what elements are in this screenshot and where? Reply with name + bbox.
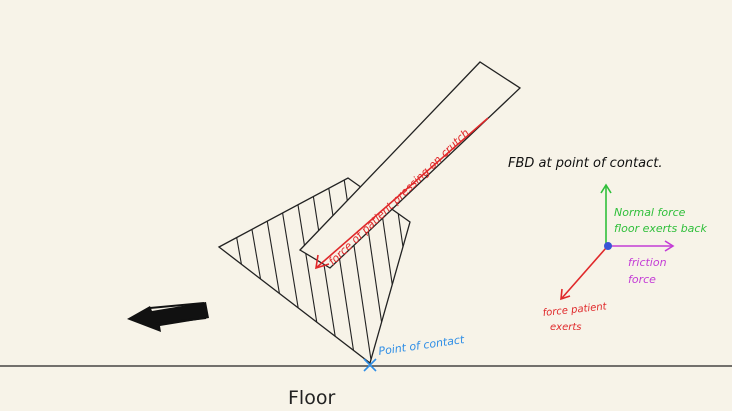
crutch-force-arrow <box>315 117 489 270</box>
normal-force-label-1: Normal force <box>614 206 686 219</box>
normal-force-label-2: floor exerts back <box>614 222 707 235</box>
friction-force-label-1: friction <box>628 256 667 269</box>
floor-label: Floor <box>288 387 335 409</box>
normal-force-arrow <box>600 183 612 246</box>
patient-force-arrow <box>560 247 607 301</box>
contact-point-marker <box>363 358 377 372</box>
patient-force-label-2: exerts <box>550 322 581 333</box>
motion-arrow-icon <box>127 302 209 332</box>
point-of-contact-label: Point of contact <box>378 333 466 358</box>
crutch-shaft <box>298 61 522 269</box>
friction-force-label-2: force <box>628 273 656 286</box>
friction-force-arrow <box>608 240 675 252</box>
fbd-title: FBD at point of contact. <box>508 156 662 171</box>
patient-force-label-1: force patient <box>542 301 608 319</box>
fbd-origin-dot <box>604 242 612 250</box>
